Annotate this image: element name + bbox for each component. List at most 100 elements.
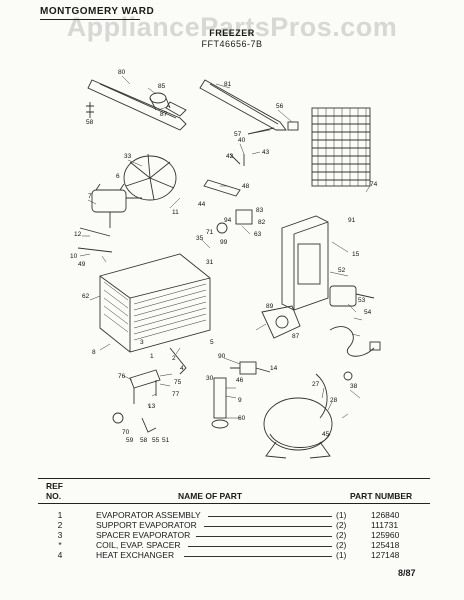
callout: 53 [358, 297, 366, 304]
callout: 54 [364, 309, 372, 316]
callout: 14 [270, 365, 278, 372]
callout: 55 [152, 437, 160, 444]
callout: 94 [224, 217, 232, 224]
callout: 52 [338, 267, 346, 274]
callout: 15 [352, 251, 360, 258]
callout: 46 [236, 377, 244, 384]
part-number-cell: 125960 [371, 530, 400, 540]
callout: 8 [92, 349, 96, 356]
part-name-cell: EVAPORATOR ASSEMBLY [96, 510, 201, 520]
callout: 10 [70, 253, 78, 260]
part-number-cell: 126840 [371, 510, 400, 520]
ref-cell: 1 [57, 510, 63, 520]
callout: 58 [86, 119, 94, 126]
model-number: FFT46656-7B [201, 39, 263, 49]
ref-cell: * [58, 540, 62, 550]
callout: 85 [158, 83, 166, 90]
valve-part [230, 361, 271, 375]
quantity-cell: (1) [336, 550, 347, 560]
table-header-rule [38, 503, 430, 504]
callout: 51 [162, 437, 170, 444]
table-row: 2 SUPPORT EVAPORATOR (2) 111731 [38, 520, 430, 530]
drier-part [165, 101, 187, 117]
callout: 13 [148, 403, 156, 410]
wire-harness [315, 371, 353, 419]
callout: 58 [140, 437, 148, 444]
callout: 77 [172, 391, 180, 398]
support-column [211, 377, 229, 429]
callout: 70 [122, 429, 130, 436]
callout: 38 [350, 383, 358, 390]
callout: 30 [206, 375, 214, 382]
callout: 87 [160, 111, 168, 118]
thermostat [216, 209, 253, 234]
callout: 90 [218, 353, 226, 360]
clip-part [86, 102, 94, 118]
callout: 99 [220, 239, 228, 246]
connector-part [247, 121, 299, 135]
leader-lines [79, 75, 371, 419]
callout: 49 [78, 261, 86, 268]
table-row: 1 EVAPORATOR ASSEMBLY (1) 126840 [38, 510, 430, 520]
callout: 7 [88, 193, 92, 200]
callout: 9 [238, 397, 242, 404]
grommet-parts [112, 412, 157, 433]
evaporator-assembly [99, 253, 211, 353]
page-title: FREEZER [209, 28, 255, 38]
control-box [281, 215, 329, 311]
ref-header-line1: REF [46, 481, 63, 491]
exploded-parts-diagram: 80 85 87 81 58 56 57 40 42 43 33 6 11 7 … [70, 69, 381, 459]
callout: 82 [258, 219, 266, 226]
part-name-cell: HEAT EXCHANGER [96, 550, 175, 560]
compressor [263, 397, 333, 459]
screw-part [229, 153, 245, 166]
brand-name: MONTGOMERY WARD [40, 6, 155, 17]
callout: 83 [256, 207, 264, 214]
table-row: * COIL, EVAP. SPACER (2) 125418 [38, 540, 430, 550]
callout: 31 [206, 259, 214, 266]
tubing [77, 227, 113, 253]
watermark: AppliancePartsPros.com [66, 12, 398, 42]
callout: 71 [206, 229, 214, 236]
evaporator-tube-right [199, 79, 287, 131]
callout: 1 [150, 353, 154, 360]
callout: 28 [330, 397, 338, 404]
quantity-cell: (2) [336, 530, 347, 540]
quantity-cell: (1) [336, 510, 347, 520]
callout: 5 [210, 339, 214, 346]
ref-cell: 3 [57, 530, 63, 540]
dot-leader [184, 556, 332, 557]
callout: 6 [116, 173, 120, 180]
heat-exchanger-tube [169, 347, 187, 375]
table-row: 3 SPACER EVAPORATOR (2) 125960 [38, 530, 430, 540]
table-top-rule [38, 478, 430, 479]
table-row: 4 HEAT EXCHANGER (1) 127148 [38, 550, 430, 560]
callout: 76 [118, 373, 126, 380]
brand-underline [40, 19, 140, 20]
callout: 87 [292, 333, 300, 340]
callout: 91 [348, 217, 356, 224]
quantity-cell: (2) [336, 520, 347, 530]
callout: 60 [238, 415, 246, 422]
condenser-grid [311, 107, 371, 187]
defrost-timer [261, 305, 301, 339]
callout: 89 [266, 303, 274, 310]
callout: 80 [118, 69, 126, 76]
evaporator-tube-left [87, 79, 187, 131]
page-code: 8/87 [398, 568, 416, 578]
part-number-cell: 125418 [371, 540, 400, 550]
callout: 81 [224, 81, 232, 88]
part-name-cell: SPACER EVAPORATOR [96, 530, 191, 540]
dot-leader [196, 536, 332, 537]
ref-cell: 2 [57, 520, 63, 530]
callout: 43 [262, 149, 270, 156]
callout: 2 [172, 355, 176, 362]
callout: 12 [74, 231, 82, 238]
callout: 11 [172, 209, 179, 216]
callout: 33 [124, 153, 132, 160]
dot-leader [208, 516, 332, 517]
callout: 57 [234, 131, 242, 138]
fan-motor [91, 183, 142, 228]
name-header: NAME OF PART [178, 491, 243, 501]
part-number-header: PART NUMBER [350, 491, 413, 501]
